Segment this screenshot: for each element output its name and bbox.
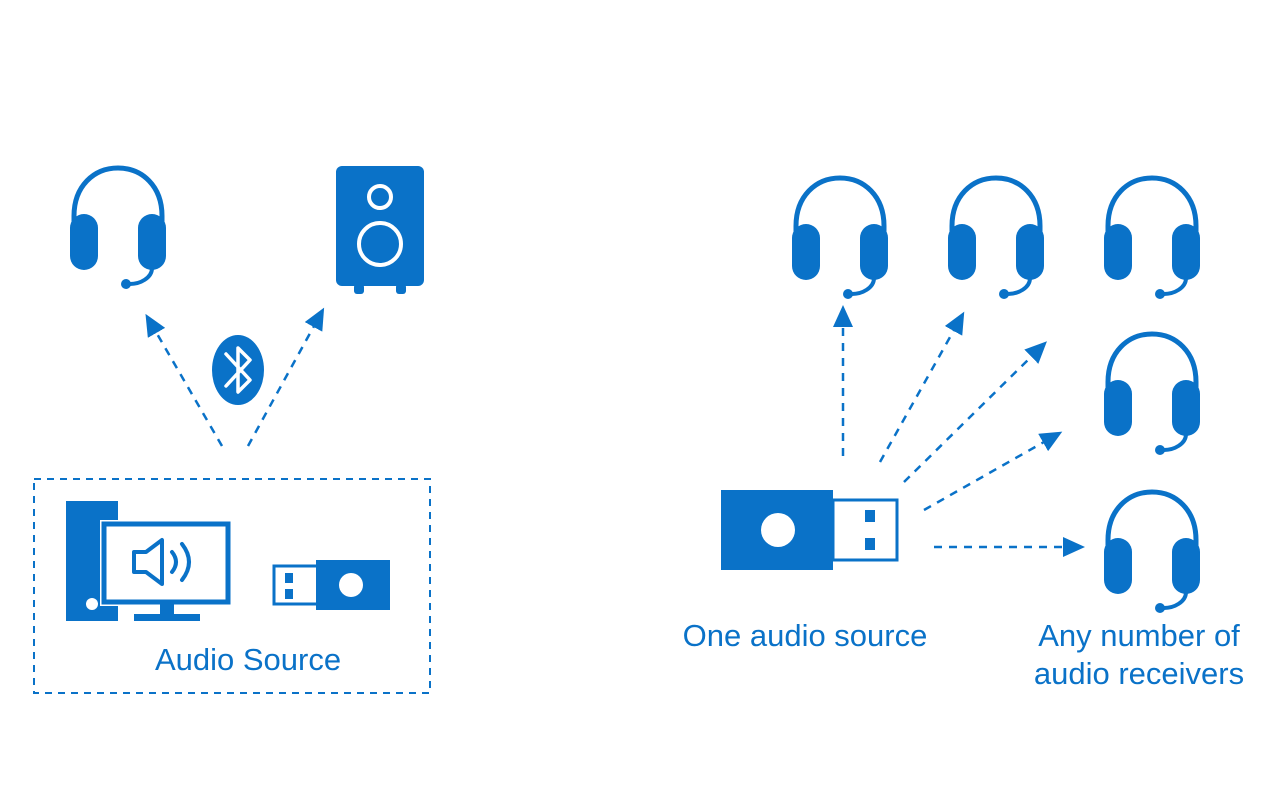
audio-source-label: Audio Source: [155, 642, 341, 677]
headset-icon: [1104, 334, 1200, 455]
broadcast-arrows: [833, 305, 1085, 557]
headset-icon: [1104, 178, 1200, 299]
audio-source-box: [33, 478, 431, 694]
usb-dongle-icon: [272, 560, 390, 610]
broadcast-arrow: [878, 311, 965, 463]
speaker-volume-icon: [132, 538, 164, 586]
broadcast-arrow: [923, 431, 1063, 512]
broadcast-arrow: [903, 341, 1047, 483]
bluetooth-icon: [212, 335, 264, 405]
headset-icon: [792, 178, 888, 299]
one-audio-source-label: One audio source: [683, 618, 928, 653]
headset-icon: [70, 168, 166, 289]
receivers-label-line2: audio receivers: [1034, 656, 1244, 691]
headset-icon: [1104, 492, 1200, 613]
speaker-icon: [336, 166, 424, 294]
desktop-computer-icon: [66, 501, 232, 621]
right-panel: One audio source Any number of audio rec…: [683, 178, 1244, 691]
usb-dongle-icon: [719, 488, 899, 572]
headset-icon: [948, 178, 1044, 299]
left-panel: Audio Source: [33, 166, 431, 694]
arrow-to-speaker: [246, 307, 325, 447]
receivers-label-line1: Any number of: [1038, 618, 1240, 653]
arrow-to-headset: [145, 313, 224, 447]
